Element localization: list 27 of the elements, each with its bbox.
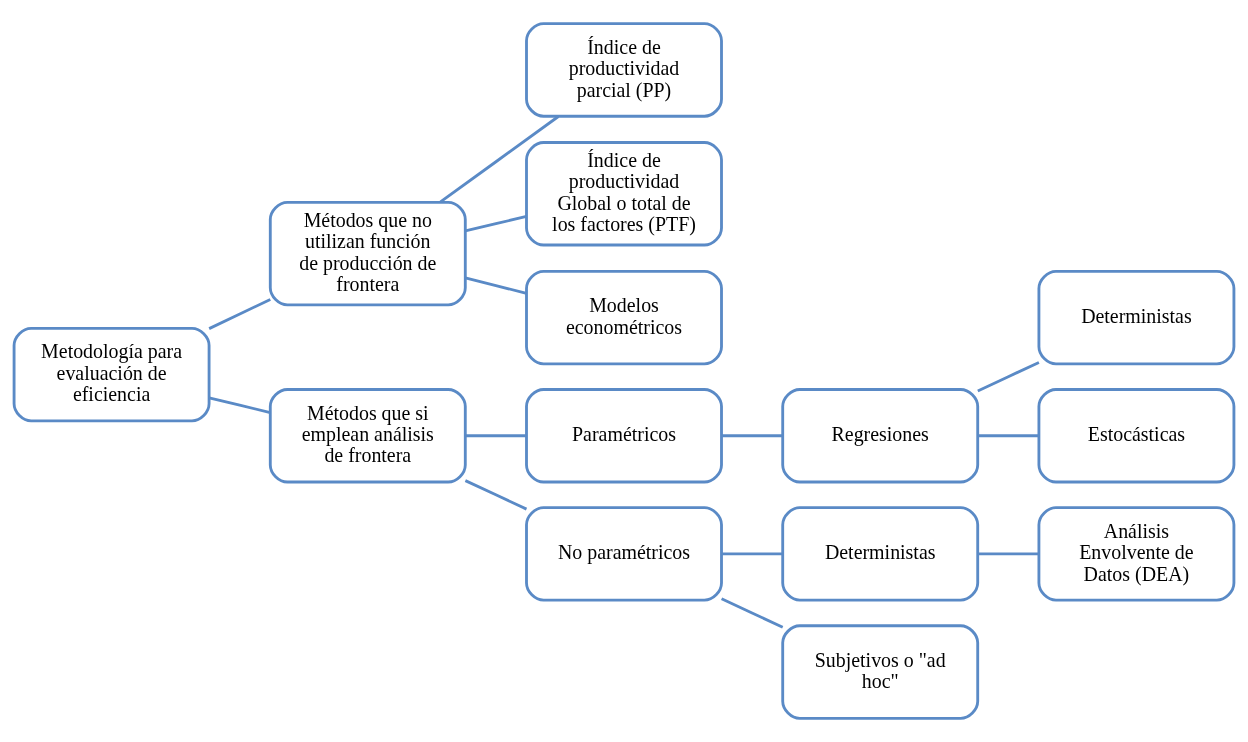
node-box: Estocásticas <box>1037 388 1236 484</box>
connector <box>465 276 527 295</box>
node-box: Metodología para evaluación de eficiencia <box>12 326 211 423</box>
connector <box>977 552 1039 556</box>
node-box: No paramétricos <box>525 506 723 602</box>
connector <box>721 552 783 556</box>
node-box: Métodos que si emplean análisis de frontera <box>268 388 467 484</box>
node-box: Análisis Envolvente de Datos (DEA) <box>1037 506 1236 602</box>
connector <box>208 298 271 330</box>
connector <box>208 396 271 414</box>
node-box: Deterministas <box>1037 269 1236 366</box>
connector <box>721 434 783 438</box>
connector <box>465 215 527 233</box>
connector <box>439 115 560 204</box>
node-box: Subjetivos o "ad hoc" <box>781 624 980 720</box>
node-box: Índice de productividad Global o total de los factores (PTF) <box>525 141 723 247</box>
connector <box>465 434 527 438</box>
connector <box>720 597 784 629</box>
node-box: Índice de productividad parcial (PP) <box>525 22 723 118</box>
node-box: Deterministas <box>781 506 980 602</box>
connector <box>977 361 1040 393</box>
node-box: Métodos que no utilizan función de producción de frontera <box>268 200 467 307</box>
node-box: Paramétricos <box>525 388 723 484</box>
node-box: Modelos econométricos <box>525 269 723 366</box>
connector <box>977 434 1039 438</box>
connector <box>464 479 528 511</box>
node-box: Regresiones <box>781 388 980 484</box>
